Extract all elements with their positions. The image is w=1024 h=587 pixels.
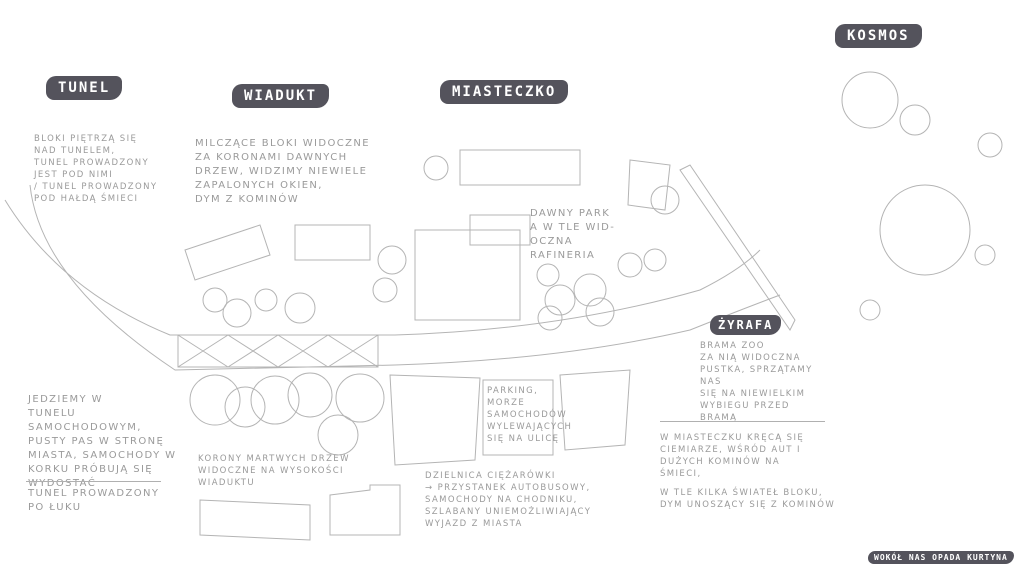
note-tunel-arc: TUNEL PROWADZONY PO ŁUKU: [28, 488, 160, 513]
note-miasteczko-2: W TLE KILKA ŚWIATEŁ BLOKU, DYM UNOSZĄCY …: [660, 488, 836, 510]
note-wiadukt-bottom: KORONY MARTWYCH DRZEW WIDOCZNE NA WYSOKO…: [198, 454, 350, 488]
note-wiadukt-top: MILCZĄCE BLOKI WIDOCZNE ZA KORONAMI DAWN…: [195, 138, 370, 205]
section-label-kosmos: KOSMOS: [835, 24, 922, 48]
note-zyrafa: BRAMA ZOO ZA NIĄ WIDOCZNA PUSTKA, SPRZĄT…: [700, 341, 813, 423]
divider: [26, 481, 161, 482]
space-sketch: [841, 71, 1003, 321]
section-label-tunel: TUNEL: [46, 76, 123, 100]
note-tunel-top: BLOKI PIĘTRZĄ SIĘ NAD TUNELEM, TUNEL PRO…: [34, 134, 158, 204]
note-miasteczko-1: W MIASTECZKU KRĘCĄ SIĘ CIEMIARZE, WŚRÓD …: [660, 433, 805, 479]
building: [627, 159, 671, 211]
closing-label-kurtyna: WOKÓŁ NAS OPADA KURTYNA: [868, 551, 1014, 564]
building: [199, 499, 311, 541]
road-lower-edge: [29, 184, 781, 371]
section-label-wiadukt: WIADUKT: [232, 84, 330, 108]
building: [459, 149, 581, 186]
note-parking: PARKING, MORZE SAMOCHODÓW WYLEWAJĄCYCH S…: [487, 386, 573, 444]
trees: [189, 155, 680, 456]
building: [329, 484, 401, 536]
divider: [660, 421, 825, 422]
building: [184, 224, 271, 281]
section-label-miasteczko: MIASTECZKO: [440, 80, 569, 104]
note-park: DAWNY PARK A W TLE WID- OCZNA RAFINERIA: [530, 208, 616, 261]
section-label-zyrafa: ŻYRAFA: [710, 315, 782, 335]
building: [469, 214, 531, 246]
note-dzielnica: DZIELNICA CIĘŻARÓWKI → PRZYSTANEK AUTOBU…: [425, 471, 592, 529]
building: [482, 379, 554, 456]
building: [414, 229, 521, 321]
building: [559, 369, 631, 451]
gate: [679, 164, 796, 331]
road-upper-edge: [4, 199, 761, 336]
building: [389, 374, 481, 466]
building: [294, 224, 371, 261]
viaduct: [177, 334, 379, 368]
note-tunel-bottom: JEDZIEMY W TUNELU SAMOCHODOWYM, PUSTY PA…: [28, 394, 177, 489]
